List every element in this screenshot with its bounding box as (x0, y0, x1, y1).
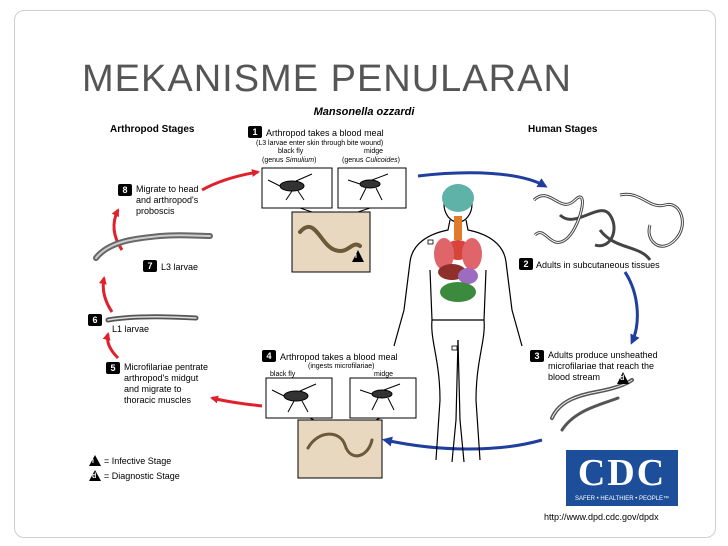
step-4-number: 4 (262, 350, 276, 362)
arrow-2-to-3 (623, 271, 640, 345)
step-1-genus-simulium: (genus Simulium) (262, 157, 317, 164)
step-5-line-4: thoracic muscles (124, 395, 192, 405)
human-figure (393, 185, 523, 463)
l3-larva-worm (298, 224, 362, 254)
source-url: http://www.dpd.cdc.gov/dpdx (544, 512, 659, 522)
step-8-line-2: and arthropod's (136, 195, 199, 205)
step-1-black-fly: black fly (278, 148, 304, 155)
legend-i-letter: i (92, 458, 94, 465)
arrow-1-to-2 (417, 171, 548, 188)
lungs-organ-right (462, 238, 482, 270)
diagnostic-stage-icon (89, 470, 101, 481)
microfilaria-in-arthropod-image (297, 419, 383, 479)
l3-larva-image (291, 211, 371, 273)
brain-organ (442, 184, 474, 212)
microfilaria-worm-4 (306, 432, 374, 458)
human-stages-header: Human Stages (528, 124, 598, 135)
arrow-3-to-4 (382, 436, 543, 451)
midge-drawing-1 (347, 173, 389, 201)
step-2-label: Adults in subcutaneous tissues (536, 260, 660, 270)
l3-larvae-worm-7 (93, 232, 213, 261)
step-1-number: 1 (248, 126, 262, 138)
step-5-line-3: and migrate to (124, 384, 182, 394)
step-1-midge: midge (364, 148, 384, 155)
arrow-8-to-1 (201, 169, 260, 192)
step-7-label: L3 larvae (161, 262, 199, 272)
arrow-7-to-8 (111, 208, 124, 251)
step-1-genus-culicoides: (genus Culicoides) (342, 157, 400, 164)
legend-diagnostic-label: = Diagnostic Stage (104, 471, 180, 481)
step-4-sub1: (ingests microfilariae) (308, 363, 375, 370)
legend-infective-label: = Infective Stage (104, 456, 172, 466)
arrow-5-to-6 (102, 332, 120, 360)
step-7-number: 7 (143, 260, 157, 272)
cdc-logo: CDC SAFER • HEALTHIER • PEOPLE™ (566, 450, 678, 506)
step-4-midge: midge (374, 371, 394, 378)
arrow-4-to-5 (210, 395, 263, 408)
step-6-number: 6 (88, 314, 102, 326)
step-4-label: Arthropod takes a blood meal (280, 352, 398, 362)
midge-drawing-4 (359, 383, 401, 411)
step-6-label: L1 larvae (112, 324, 150, 334)
species-name: Mansonella ozzardi (313, 106, 415, 118)
adult-worms-drawing (532, 192, 684, 261)
slide-title: MEKANISME PENULARAN (82, 58, 572, 100)
cdc-logo-text: CDC (577, 452, 667, 494)
step-4-black-fly: black fly (270, 371, 296, 378)
step-1-label: Arthropod takes a blood meal (266, 128, 384, 138)
arrow-6-to-7 (98, 276, 114, 313)
infective-marker-1 (352, 250, 364, 262)
fly-drawing-1 (267, 173, 313, 201)
infective-marker-1-letter: i (355, 253, 357, 260)
step-5-line-1: Microfilariae pentrate (124, 362, 209, 372)
legend-d-letter: d (92, 473, 97, 480)
step-3-line-1: Adults produce unsheathed (548, 350, 658, 360)
intestine-organ (440, 282, 476, 302)
step-3-line-3: blood stream (548, 372, 601, 382)
fly-drawing-4 (271, 383, 317, 413)
step-1-sub1: (L3 larvae enter skin through bite wound… (256, 140, 384, 147)
step-5-line-2: arthropod's midgut (124, 373, 199, 383)
infective-stage-icon (89, 455, 101, 466)
cdc-logo-tagline: SAFER • HEALTHIER • PEOPLE™ (574, 496, 670, 502)
diagnostic-marker-3-letter: d (620, 375, 625, 382)
arthropod-stages-header: Arthropod Stages (110, 124, 195, 135)
diagnostic-marker-3 (617, 372, 629, 384)
step-3-number: 3 (530, 350, 544, 362)
step-5-number: 5 (106, 362, 120, 374)
step-8-line-3: proboscis (136, 206, 175, 216)
step-8-number: 8 (118, 184, 132, 196)
stomach-organ (458, 268, 478, 284)
step-2-number: 2 (519, 258, 533, 270)
step-8-line-1: Migrate to head (136, 184, 199, 194)
trachea (454, 216, 462, 240)
step-3-line-2: microfilariae that reach the (548, 361, 655, 371)
lungs-organ-left (434, 238, 454, 270)
